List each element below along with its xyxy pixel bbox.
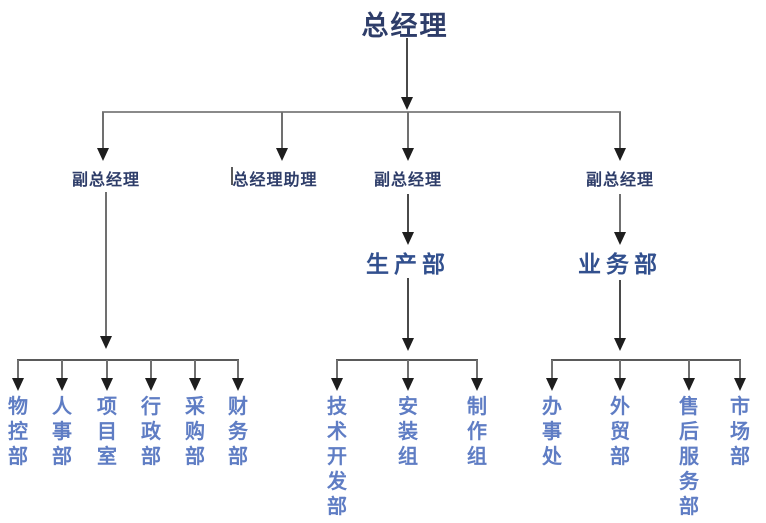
text-caret <box>231 167 233 185</box>
leaf-project-office: 项目室 <box>97 394 117 468</box>
leaf-marketing: 市场部 <box>730 394 750 468</box>
arrowhead-assistant-icon <box>276 148 288 161</box>
connector-drop-leaf <box>688 360 690 378</box>
connector-left-rail <box>17 359 239 361</box>
arrowhead-leaf-icon <box>56 378 68 391</box>
connector-drop-leaf <box>551 360 553 378</box>
node-gm-assistant: 总经理助理 <box>232 170 318 189</box>
arrowhead-leaf-icon <box>471 378 483 391</box>
arrowhead-leaf-icon <box>12 378 24 391</box>
leaf-office: 办事处 <box>542 394 562 468</box>
connector-drop-mgr1 <box>102 112 104 148</box>
arrowhead-root-icon <box>401 97 413 110</box>
arrowhead-production-icon <box>402 232 414 245</box>
connector-production-vline2 <box>407 278 409 338</box>
arrowhead-production-rail-icon <box>402 338 414 351</box>
arrowhead-mgr3-icon <box>614 148 626 161</box>
connector-drop-mgr3 <box>619 112 621 148</box>
leaf-foreign-trade: 外贸部 <box>610 394 630 468</box>
arrowhead-mgr1-icon <box>97 148 109 161</box>
connector-drop-leaf <box>17 360 19 378</box>
arrowhead-leaf-icon <box>331 378 343 391</box>
connector-drop-leaf <box>336 360 338 378</box>
arrowhead-leaf-icon <box>402 378 414 391</box>
arrowhead-leaf-icon <box>683 378 695 391</box>
connector-left-branch-vline <box>105 192 107 336</box>
connector-drop-leaf <box>61 360 63 378</box>
node-general-manager: 总经理 <box>361 11 449 42</box>
leaf-tech-development: 技术开发部 <box>327 394 347 518</box>
arrowhead-leaf-icon <box>145 378 157 391</box>
connector-production-vline1 <box>407 194 409 232</box>
connector-drop-assistant <box>281 112 283 148</box>
arrowhead-leaf-icon <box>546 378 558 391</box>
connector-drop-leaf <box>407 360 409 378</box>
connector-drop-leaf <box>619 360 621 378</box>
arrowhead-leaf-icon <box>189 378 201 391</box>
node-deputy-gm-1: 副总经理 <box>71 170 140 189</box>
leaf-material-control: 物控部 <box>8 394 28 468</box>
arrowhead-mgr2-icon <box>402 148 414 161</box>
connector-level1-rail <box>102 111 621 113</box>
connector-drop-leaf <box>739 360 741 378</box>
arrowhead-leaf-icon <box>232 378 244 391</box>
connector-business-rail <box>551 359 741 361</box>
leaf-purchasing: 采购部 <box>185 394 205 468</box>
arrowhead-leaf-icon <box>734 378 746 391</box>
connector-drop-leaf <box>150 360 152 378</box>
arrowhead-left-branch-icon <box>100 336 112 349</box>
node-production-dept: 生产部 <box>366 252 450 278</box>
connector-drop-leaf <box>237 360 239 378</box>
connector-drop-leaf <box>106 360 108 378</box>
node-deputy-gm-2: 副总经理 <box>373 170 442 189</box>
leaf-hr: 人事部 <box>52 394 72 468</box>
node-deputy-gm-3: 副总经理 <box>585 170 654 189</box>
connector-root-vline <box>406 38 408 97</box>
node-business-dept: 业务部 <box>578 252 662 278</box>
leaf-fabrication: 制作组 <box>467 394 487 468</box>
connector-business-vline2 <box>619 280 621 338</box>
arrowhead-leaf-icon <box>614 378 626 391</box>
arrowhead-leaf-icon <box>101 378 113 391</box>
leaf-finance: 财务部 <box>228 394 248 468</box>
connector-drop-mgr2 <box>407 112 409 148</box>
connector-drop-leaf <box>476 360 478 378</box>
leaf-installation: 安装组 <box>398 394 418 468</box>
leaf-after-sales: 售后服务部 <box>679 394 699 518</box>
arrowhead-business-rail-icon <box>614 338 626 351</box>
connector-drop-leaf <box>194 360 196 378</box>
connector-business-vline1 <box>619 194 621 232</box>
arrowhead-business-icon <box>614 232 626 245</box>
leaf-administration: 行政部 <box>141 394 161 468</box>
